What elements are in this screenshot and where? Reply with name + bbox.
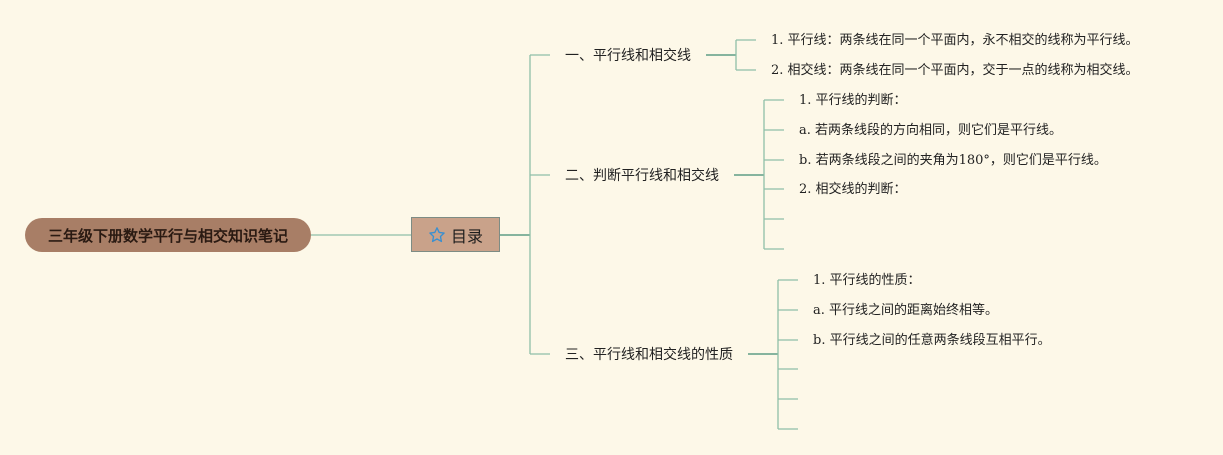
leaf-1-1[interactable]: 1. 平行线：两条线在同一个平面内，永不相交的线称为平行线。	[771, 33, 1139, 48]
branch-2-label: 二、判断平行线和相交线	[565, 168, 719, 184]
toc-label: 目录	[450, 226, 483, 246]
root-topic[interactable]: 三年级下册数学平行与相交知识笔记	[25, 218, 311, 252]
leaf-2-2[interactable]: a. 若两条线段的方向相同，则它们是平行线。	[799, 123, 1063, 138]
leaf-2-1[interactable]: 1. 平行线的判断：	[799, 93, 907, 108]
leaf-2-3[interactable]: b. 若两条线段之间的夹角为180°，则它们是平行线。	[799, 153, 1107, 168]
toc-node[interactable]: 目录	[411, 217, 500, 252]
leaf-3-3[interactable]: b. 平行线之间的任意两条线段互相平行。	[813, 333, 1051, 348]
branch-2[interactable]: 二、判断平行线和相交线	[565, 167, 719, 185]
branch-1-label: 一、平行线和相交线	[565, 48, 691, 64]
leaf-1-2[interactable]: 2. 相交线：两条线在同一个平面内，交于一点的线称为相交线。	[771, 63, 1139, 78]
leaf-3-2[interactable]: a. 平行线之间的距离始终相等。	[813, 303, 999, 318]
branch-3[interactable]: 三、平行线和相交线的性质	[565, 346, 733, 364]
leaf-3-1[interactable]: 1. 平行线的性质：	[813, 273, 921, 288]
leaf-2-4[interactable]: 2. 相交线的判断：	[799, 182, 907, 197]
root-topic-label: 三年级下册数学平行与相交知识笔记	[47, 226, 288, 245]
branch-3-label: 三、平行线和相交线的性质	[565, 347, 733, 363]
branch-1[interactable]: 一、平行线和相交线	[565, 47, 691, 65]
star-icon	[429, 226, 445, 242]
